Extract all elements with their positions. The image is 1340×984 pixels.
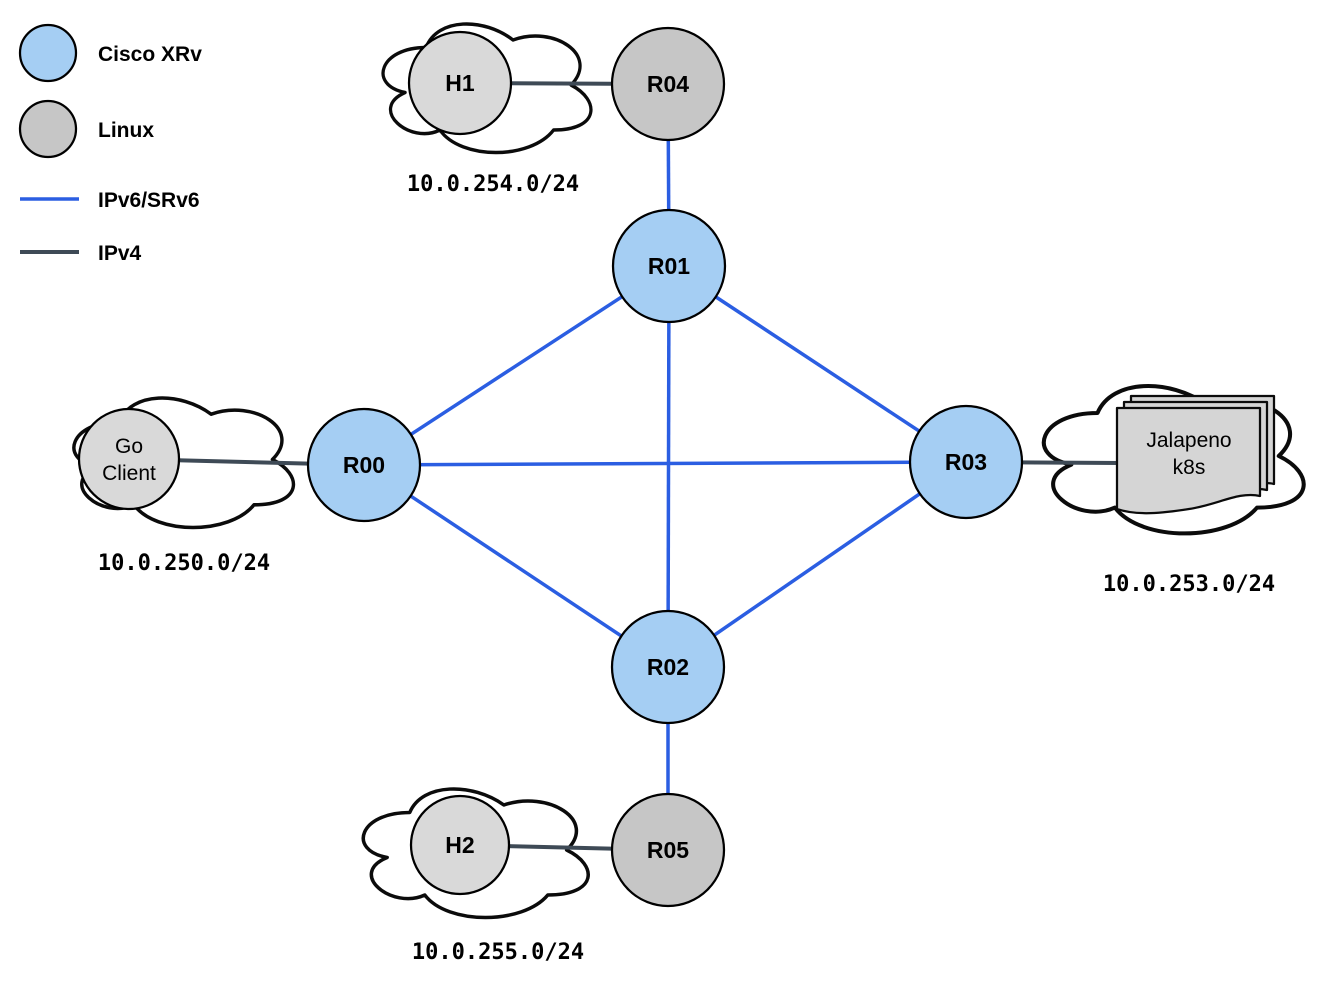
legend: Cisco XRv Linux IPv6/SRv6 IPv4: [18, 23, 202, 265]
legend-ipv4-label: IPv4: [98, 242, 142, 265]
link-r01-r02: [666, 265, 671, 668]
r01-label: R01: [648, 253, 690, 279]
r01-circle: [611, 208, 727, 324]
subnet-label-goclient: 10.0.250.0/24: [98, 551, 270, 576]
r00-circle: [306, 407, 422, 523]
r02-circle: [610, 609, 726, 725]
jalapeno-k8s-stack: Jalapeno k8s: [1115, 394, 1276, 515]
link-r00-r02: [363, 463, 669, 669]
link-r00-r03: [363, 460, 967, 467]
go-client-circle: [77, 407, 181, 511]
node-r02: R02: [610, 609, 726, 725]
jalapeno-label-line1: Jalapeno: [1146, 429, 1231, 452]
r02-label: R02: [647, 654, 689, 680]
node-go-client: Go Client: [77, 407, 181, 511]
legend-cisco-xrv-swatch: [18, 23, 78, 83]
legend-linux-swatch: [18, 99, 78, 159]
h1-circle: [407, 30, 513, 136]
link-r02-r03: [667, 460, 967, 669]
subnet-label-jalapeno: 10.0.253.0/24: [1103, 572, 1275, 597]
r05-circle: [610, 792, 726, 908]
r04-label: R04: [647, 71, 689, 97]
h2-label: H2: [445, 832, 474, 858]
link-r01-r00: [363, 264, 670, 467]
node-r04: R04: [610, 26, 726, 142]
link-r01-r03: [668, 264, 967, 464]
node-r01: R01: [611, 208, 727, 324]
go-client-label-line2: Client: [102, 462, 156, 485]
go-client-label-line1: Go: [115, 435, 143, 458]
legend-cisco-xrv-label: Cisco XRv: [98, 43, 202, 66]
node-h1: H1: [407, 30, 513, 136]
node-r00: R00: [306, 407, 422, 523]
node-r03: R03: [908, 404, 1024, 520]
jalapeno-label-line2: k8s: [1173, 456, 1206, 479]
h1-label: H1: [445, 70, 475, 96]
r03-circle: [908, 404, 1024, 520]
node-r05: R05: [610, 792, 726, 908]
subnet-label-h1: 10.0.254.0/24: [407, 172, 579, 197]
legend-ipv6-label: IPv6/SRv6: [98, 189, 200, 212]
r00-label: R00: [343, 452, 385, 478]
r03-label: R03: [945, 449, 987, 475]
legend-linux-label: Linux: [98, 119, 154, 142]
r05-label: R05: [647, 837, 689, 863]
subnet-label-h2: 10.0.255.0/24: [412, 940, 584, 965]
r04-circle: [610, 26, 726, 142]
node-h2: H2: [409, 794, 511, 896]
h2-circle: [409, 794, 511, 896]
